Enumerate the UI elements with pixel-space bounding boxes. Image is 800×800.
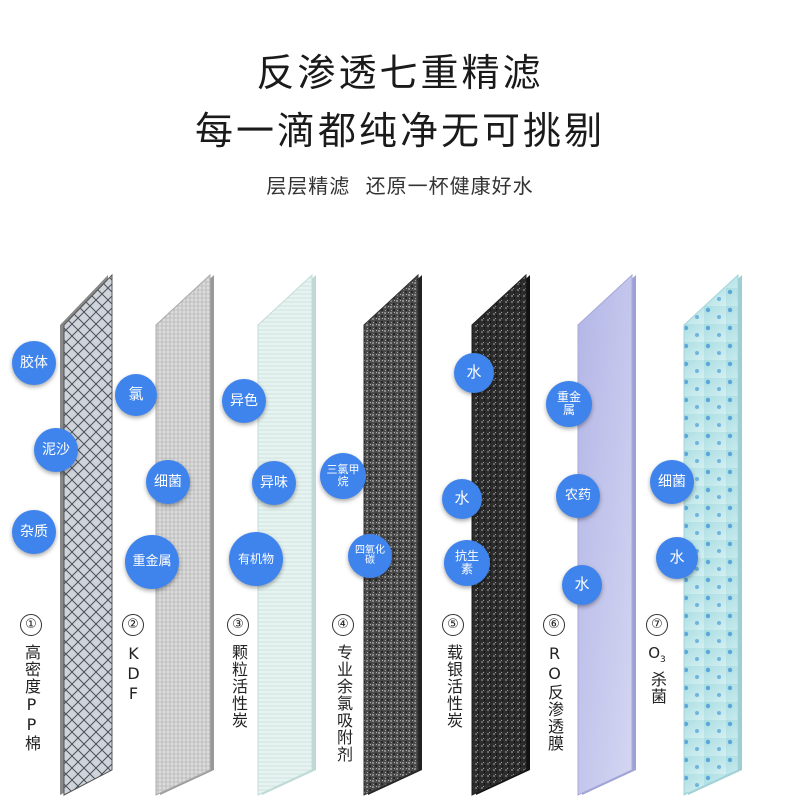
layer-number: ③ <box>227 614 249 636</box>
layer-number: ⑤ <box>442 614 464 636</box>
bubble-chlorine: 氯 <box>115 374 157 416</box>
bubble-water-ro: 水 <box>562 565 602 605</box>
layer-name: 专业余氯吸附剂 <box>334 644 353 763</box>
layer-1-pp-cotton <box>60 273 113 796</box>
bubble-carbon-tetrachloride: 四氧化碳 <box>348 534 392 578</box>
layer-name: KDF <box>124 644 143 704</box>
layer-6-ro-membrane <box>577 273 636 796</box>
bubble-sediment: 泥沙 <box>34 428 78 472</box>
bubble-antibiotic: 抗生素 <box>444 540 490 586</box>
caption-layer-4: ④ 专业余氯吸附剂 <box>330 613 356 763</box>
bubble-impurity: 杂质 <box>12 510 56 554</box>
layer-number: ⑥ <box>543 614 565 636</box>
layer-5-silver-carbon <box>471 273 530 796</box>
layer-name: 高密度PP棉 <box>22 644 41 752</box>
bubble-pesticide: 农药 <box>556 474 600 518</box>
caption-layer-7: ⑦ O3 杀菌 <box>644 613 670 705</box>
caption-layer-3: ③ 颗粒活性炭 <box>225 613 251 729</box>
layer-2-kdf <box>155 273 214 796</box>
bubble-bacteria-o3: 细菌 <box>650 460 694 504</box>
bubble-bacteria: 细菌 <box>146 460 190 504</box>
ozone-label: O3 <box>648 644 666 665</box>
layer-name: RO反渗透膜 <box>545 644 564 752</box>
layer-number: ① <box>20 614 42 636</box>
caption-layer-6: ⑥ RO反渗透膜 <box>541 613 567 752</box>
caption-layer-5: ⑤ 载银活性炭 <box>440 613 466 729</box>
headline-tagline: 层层精滤 还原一杯健康好水 <box>266 174 534 198</box>
headline-main: 反渗透七重精滤 <box>256 51 544 95</box>
layer-number: ② <box>122 614 144 636</box>
caption-layer-1: ① 高密度PP棉 <box>18 613 44 752</box>
bubble-colloid: 胶体 <box>12 341 56 385</box>
layer-name: 颗粒活性炭 <box>229 644 248 729</box>
headline-sub: 每一滴都纯净无可挑剔 <box>194 109 605 153</box>
bubble-discoloration: 异色 <box>222 379 266 423</box>
layer-3-granular-carbon <box>257 273 316 796</box>
layer-number: ④ <box>332 614 354 636</box>
bubble-water-2: 水 <box>442 479 482 519</box>
layer-name: 杀菌 <box>648 671 667 705</box>
bubble-water-1: 水 <box>454 353 494 393</box>
layer-4-chlorine-adsorbent <box>363 273 422 796</box>
bubble-chloroform: 三氯甲烷 <box>320 453 366 499</box>
layer-name: 载银活性炭 <box>444 644 463 729</box>
bubble-heavy-metal: 重金属 <box>125 535 179 589</box>
bubble-water-o3: 水 <box>656 537 698 579</box>
bubble-organic: 有机物 <box>229 532 283 586</box>
layer-7-ozone <box>683 273 742 796</box>
layer-number: ⑦ <box>646 614 668 636</box>
bubble-odor: 异味 <box>252 461 296 505</box>
caption-layer-2: ② KDF <box>120 613 146 704</box>
bubble-heavy-metal-ro: 重金属 <box>546 381 592 427</box>
